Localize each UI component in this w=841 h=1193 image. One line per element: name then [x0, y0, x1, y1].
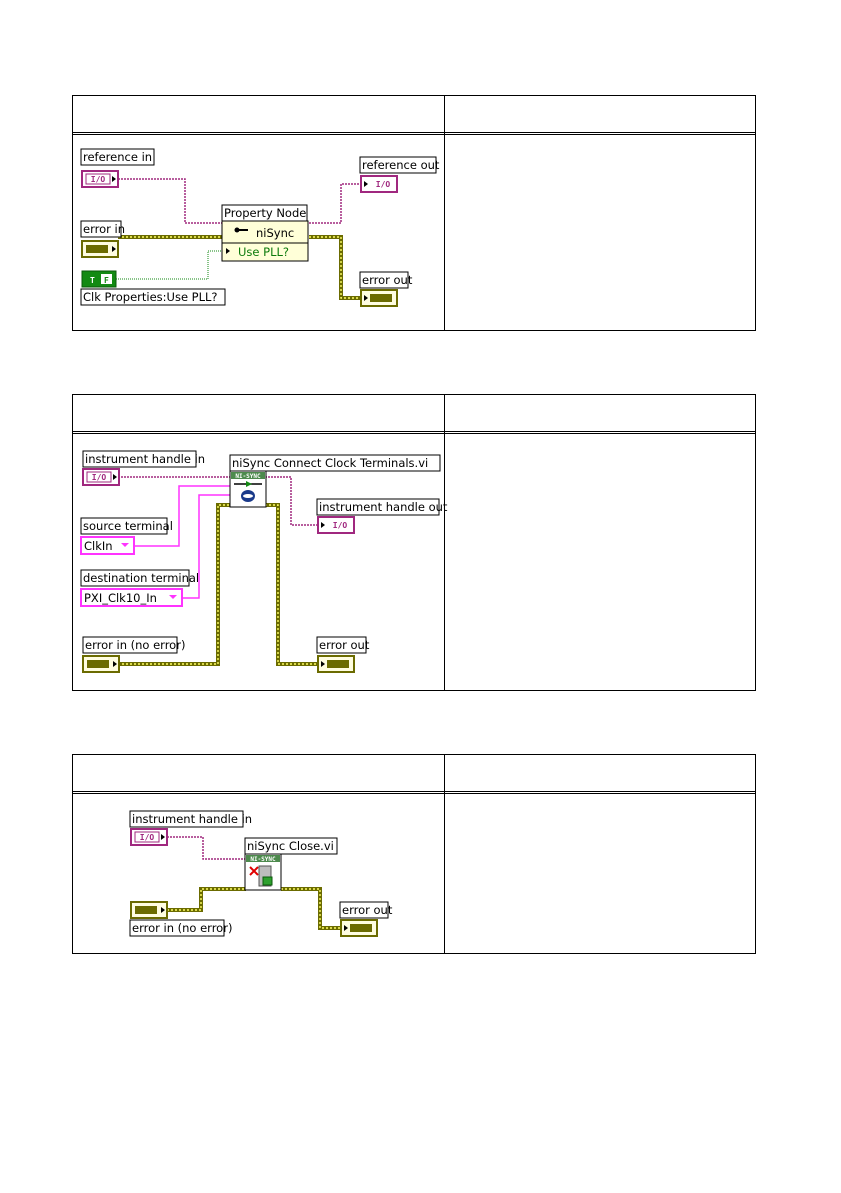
svg-text:NI-SYNC: NI-SYNC [235, 473, 261, 480]
reference-out-wire [309, 183, 361, 224]
error-in-label: error in (no error) [85, 638, 185, 652]
reference-out-terminal: I/O [360, 175, 398, 193]
reference-wire [118, 178, 223, 224]
error-out-label: error out [362, 273, 413, 287]
diagram-table-3: instrument handle in I/O niSync Close.vi… [72, 754, 756, 954]
svg-text:NI-SYNC: NI-SYNC [250, 856, 276, 863]
svg-text:I/O: I/O [92, 473, 107, 482]
error-in-terminal [81, 240, 119, 258]
property-node-diagram: reference in I/O error in T F Clk Proper… [80, 148, 440, 307]
table-header-rule [73, 134, 755, 135]
instrument-handle-out-terminal: I/O [317, 516, 355, 534]
table-header-rule [73, 433, 755, 434]
destination-wire [183, 494, 231, 599]
destination-terminal-enum: PXI_Clk10_In [80, 588, 183, 607]
connect-clock-terminals-vi: NI-SYNC [229, 470, 267, 508]
property-node: niSync Use PLL? [221, 220, 309, 262]
handle-out-wire [265, 476, 318, 526]
svg-text:F: F [104, 276, 109, 285]
destination-terminal-value: PXI_Clk10_In [84, 591, 157, 605]
svg-text:I/O: I/O [333, 521, 348, 530]
diagram-table-2: instrument handle in I/O niSync Connect … [72, 394, 756, 691]
error-wire [118, 503, 231, 666]
column-divider [444, 96, 445, 330]
error-out-label: error out [342, 903, 393, 917]
instrument-handle-in-label: instrument handle in [132, 812, 252, 826]
error-out-wire [309, 235, 361, 300]
close-vi-diagram: instrument handle in I/O niSync Close.vi… [129, 810, 393, 937]
table-header [73, 96, 755, 133]
table-header-rule [73, 793, 755, 794]
property-name: Use PLL? [238, 245, 289, 259]
instrument-handle-out-label: instrument handle out [319, 500, 448, 514]
table-header [73, 395, 755, 432]
source-terminal-value: ClkIn [84, 539, 113, 553]
reference-in-terminal: I/O [81, 170, 119, 188]
error-out-wire [265, 503, 318, 666]
column-divider [444, 755, 445, 953]
instrument-handle-in-label: instrument handle in [85, 452, 205, 466]
boolean-constant: T F [81, 270, 117, 288]
instrument-handle-in-terminal: I/O [82, 468, 120, 486]
error-in-label: error in [83, 222, 125, 236]
column-divider [444, 395, 445, 690]
svg-text:I/O: I/O [91, 175, 106, 184]
error-out-terminal [360, 289, 398, 307]
svg-text:I/O: I/O [140, 833, 155, 842]
vi-name-label: niSync Close.vi [247, 839, 334, 853]
error-out-terminal [340, 919, 378, 937]
error-in-terminal [130, 901, 168, 919]
source-wire [135, 485, 231, 547]
handle-wire [167, 836, 246, 860]
source-terminal-label: source terminal [83, 519, 173, 533]
error-in-terminal [82, 655, 120, 673]
source-terminal-enum: ClkIn [80, 536, 135, 555]
connect-clock-terminals-diagram: instrument handle in I/O niSync Connect … [80, 450, 448, 673]
error-out-wire [281, 887, 341, 930]
svg-text:I/O: I/O [376, 180, 391, 189]
constant-label: Clk Properties:Use PLL? [83, 290, 218, 304]
error-in-label: error in (no error) [132, 921, 232, 935]
destination-terminal-label: destination terminal [83, 571, 199, 585]
table-header [73, 755, 755, 792]
reference-in-label: reference in [83, 150, 152, 164]
error-wire [167, 887, 246, 912]
instrument-handle-in-terminal: I/O [130, 828, 168, 846]
vi-name-label: niSync Connect Clock Terminals.vi [232, 456, 428, 470]
property-node-label: Property Node [224, 206, 306, 220]
close-vi: NI-SYNC [244, 853, 282, 891]
diagram-table-1: reference in I/O error in T F Clk Proper… [72, 95, 756, 331]
bool-wire [100, 250, 223, 280]
class-name: niSync [256, 226, 294, 240]
reference-out-label: reference out [362, 158, 440, 172]
svg-text:T: T [90, 276, 95, 285]
error-out-terminal [317, 655, 355, 673]
error-out-label: error out [319, 638, 370, 652]
